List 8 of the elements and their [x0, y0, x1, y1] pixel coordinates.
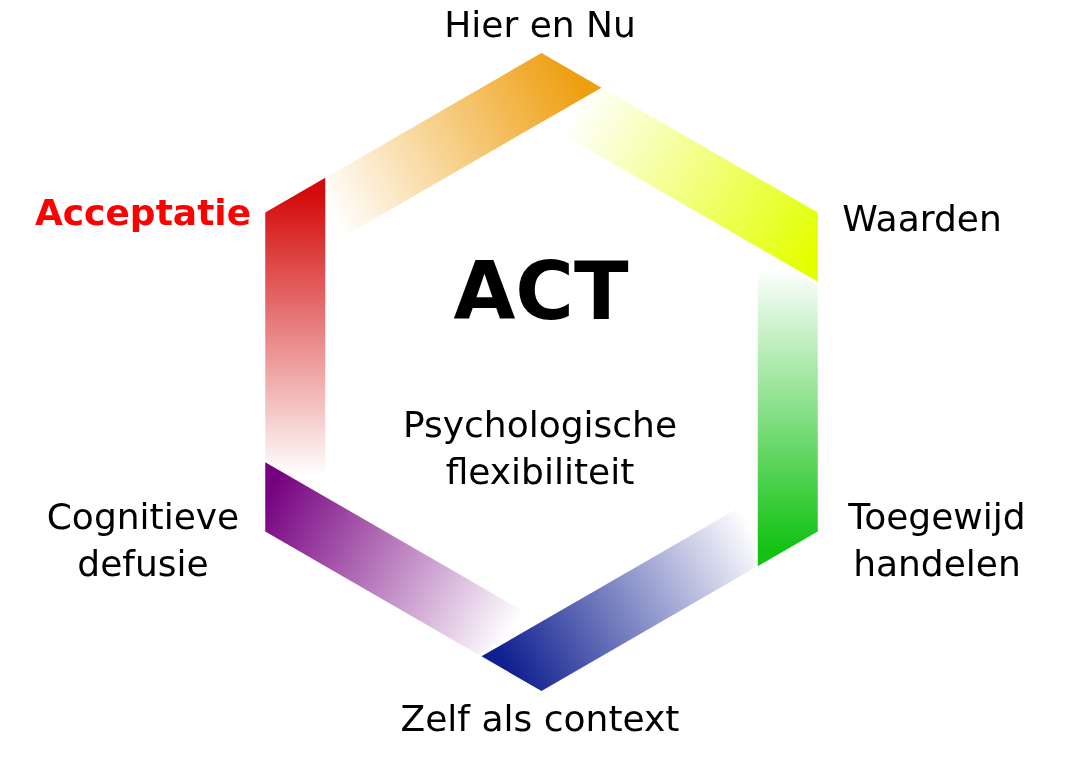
hexagon-title: ACT: [453, 244, 629, 340]
process-label: Cognitieve defusie: [45, 495, 241, 586]
center-text: Psychologische flexibiliteit: [401, 403, 679, 494]
process-label: Waarden: [842, 196, 1002, 241]
process-label: Toegewijd handelen: [847, 495, 1027, 586]
process-label: Acceptatie: [34, 190, 252, 235]
process-label: Hier en Nu: [444, 2, 636, 47]
process-label: Zelf als context: [400, 696, 680, 741]
